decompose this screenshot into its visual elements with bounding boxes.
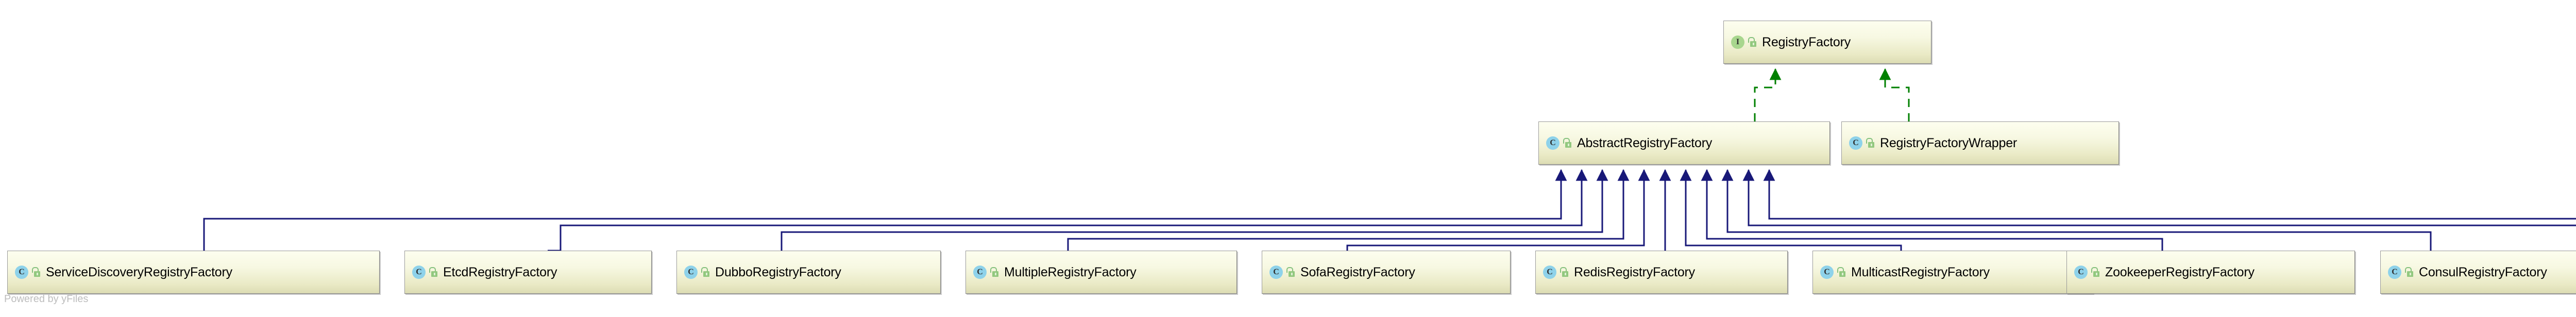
unlocked-padlock-icon — [989, 267, 999, 278]
unlocked-padlock-icon — [2090, 267, 2100, 278]
unlocked-padlock-icon — [1562, 137, 1572, 149]
class-badge-icon: C — [684, 266, 698, 279]
class-node-label: DubboRegistryFactory — [715, 265, 841, 279]
edge-e-servicediscovery-extends-abstract — [203, 169, 1567, 251]
unlocked-padlock-icon — [1285, 267, 1296, 278]
edge-e-multiple-extends-abstract — [1067, 169, 1630, 251]
yfiles-credit-label: Powered by yFiles — [4, 293, 89, 305]
class-node-label: SofaRegistryFactory — [1300, 265, 1415, 279]
realization-edge-group — [1754, 68, 1910, 121]
class-node-zookeeper-registry-factory[interactable]: C ZookeeperRegistryFactory — [2066, 251, 2355, 294]
class-badge-icon: C — [2074, 266, 2088, 279]
class-badge-icon: C — [1269, 266, 1283, 279]
unlocked-padlock-icon — [1747, 37, 1757, 48]
edge-e-abstractdeprecated-extends-abstract — [1742, 169, 2576, 226]
class-node-label: ZookeeperRegistryFactory — [2105, 265, 2255, 279]
class-node-label: RedisRegistryFactory — [1574, 265, 1695, 279]
class-badge-icon: C — [2388, 266, 2401, 279]
unlocked-padlock-icon — [428, 267, 438, 278]
edge-e-multicast-extends-abstract — [1680, 169, 1902, 251]
class-badge-icon: C — [1546, 136, 1560, 150]
class-node-label: MultipleRegistryFactory — [1004, 265, 1137, 279]
class-node-redis-registry-factory[interactable]: C RedisRegistryFactory — [1535, 251, 1788, 294]
unlocked-padlock-icon — [2404, 267, 2414, 278]
class-badge-icon: C — [15, 266, 28, 279]
unlocked-padlock-icon — [1865, 137, 1875, 149]
unlocked-padlock-icon — [1559, 267, 1569, 278]
edge-e-sofa-extends-abstract — [1346, 169, 1650, 251]
edge-e-wrapper-realizes-interface — [1879, 68, 1910, 121]
unlocked-padlock-icon — [31, 267, 41, 278]
class-node-label: AbstractRegistryFactory — [1577, 135, 1713, 150]
class-node-label: MulticastRegistryFactory — [1851, 265, 1990, 279]
class-node-label: RegistryFactoryWrapper — [1880, 135, 2018, 150]
class-badge-icon: C — [1543, 266, 1556, 279]
edge-e-consul-extends-abstract — [1721, 169, 2432, 251]
class-badge-icon: C — [973, 266, 987, 279]
edge-e-nacos-extends-abstract — [1763, 169, 2576, 220]
class-badge-icon: C — [412, 266, 426, 279]
class-node-registry-factory[interactable]: I RegistryFactory — [1723, 21, 1931, 64]
class-node-label: RegistryFactory — [1762, 34, 1851, 49]
unlocked-padlock-icon — [700, 267, 710, 278]
class-node-label: ConsulRegistryFactory — [2419, 265, 2547, 279]
edge-e-abstract-realizes-interface — [1754, 68, 1782, 121]
class-node-abstract-registry-factory[interactable]: C AbstractRegistryFactory — [1538, 121, 1830, 165]
class-node-consul-registry-factory[interactable]: C ConsulRegistryFactory — [2380, 251, 2576, 294]
class-badge-icon: C — [1820, 266, 1834, 279]
class-node-label: EtcdRegistryFactory — [443, 265, 557, 279]
class-node-etcd-registry-factory[interactable]: C EtcdRegistryFactory — [404, 251, 652, 294]
edge-e-etcd-extends-abstract — [548, 169, 1588, 252]
class-node-sofa-registry-factory[interactable]: C SofaRegistryFactory — [1262, 251, 1511, 294]
class-node-service-discovery-registry-factory[interactable]: C ServiceDiscoveryRegistryFactory — [7, 251, 380, 294]
edge-e-dubbo-extends-abstract — [781, 169, 1608, 251]
class-node-dubbo-registry-factory[interactable]: C DubboRegistryFactory — [676, 251, 941, 294]
unlocked-padlock-icon — [1836, 267, 1846, 278]
class-node-label: ServiceDiscoveryRegistryFactory — [46, 265, 232, 279]
class-node-multiple-registry-factory[interactable]: C MultipleRegistryFactory — [965, 251, 1237, 294]
class-node-multicast-registry-factory[interactable]: C MulticastRegistryFactory — [1812, 251, 2093, 294]
interface-badge-icon: I — [1731, 36, 1744, 49]
inheritance-edge-group — [203, 169, 2576, 252]
edge-e-zookeeper-extends-abstract — [1701, 169, 2163, 251]
class-node-registry-factory-wrapper[interactable]: C RegistryFactoryWrapper — [1841, 121, 2119, 165]
class-badge-icon: C — [1849, 136, 1862, 150]
